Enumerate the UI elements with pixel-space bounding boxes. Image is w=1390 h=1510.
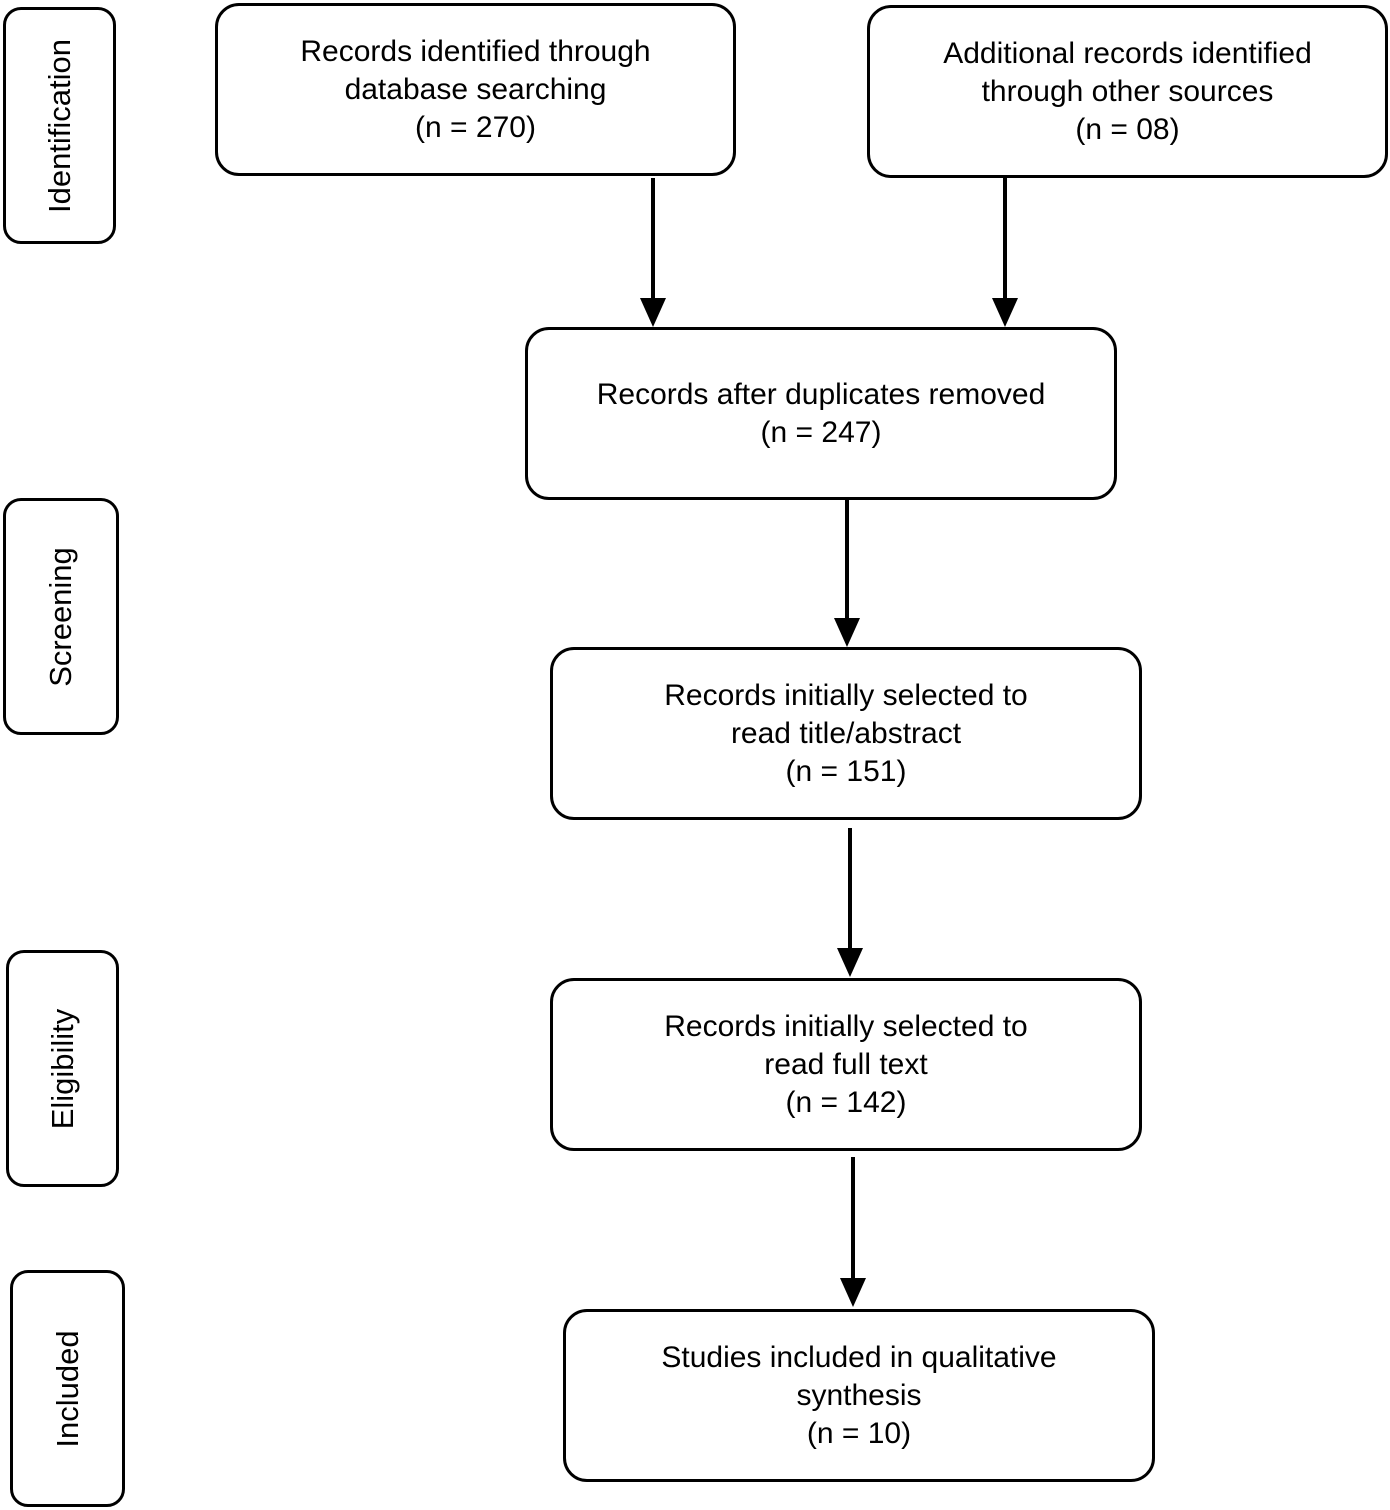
box-count: (n = 247) (760, 415, 882, 449)
box-count: (n = 142) (785, 1085, 907, 1119)
box-count: (n = 151) (785, 754, 907, 788)
stage-identification: Identification (3, 7, 116, 244)
box-text-line: Records after duplicates removed (596, 377, 1046, 411)
box-text-line: Records identified through (300, 34, 651, 68)
stage-included: Included (10, 1270, 125, 1507)
arrowhead (640, 298, 666, 327)
box-text-line: through other sources (981, 74, 1274, 108)
box-text-line: synthesis (796, 1378, 922, 1412)
box-text-line: database searching (344, 72, 607, 106)
box-text-line: read full text (764, 1047, 928, 1081)
stage-screening: Screening (3, 498, 119, 735)
box-count: (n = 270) (415, 110, 536, 144)
arrowhead (834, 618, 860, 647)
box-duplicates-removed: Records after duplicates removed (n = 24… (525, 327, 1117, 500)
box-title-abstract: Records initially selected to read title… (550, 647, 1142, 820)
box-full-text: Records initially selected to read full … (550, 978, 1142, 1151)
box-text-line: Studies included in qualitative (661, 1340, 1057, 1374)
box-database-records: Records identified through database sear… (215, 3, 736, 176)
stage-eligibility: Eligibility (6, 950, 119, 1187)
box-text-line: Records initially selected to (664, 1009, 1028, 1043)
arrowhead (992, 298, 1018, 327)
box-text-line: read title/abstract (730, 716, 962, 750)
box-text-line: Additional records identified (943, 36, 1312, 70)
arrowhead (840, 1278, 866, 1307)
box-included-studies: Studies included in qualitative synthesi… (563, 1309, 1155, 1482)
box-count: (n = 10) (806, 1416, 912, 1450)
box-other-sources: Additional records identified through ot… (867, 5, 1388, 178)
box-text-line: Records initially selected to (664, 678, 1028, 712)
arrowhead (837, 948, 863, 977)
box-count: (n = 08) (1075, 112, 1180, 146)
